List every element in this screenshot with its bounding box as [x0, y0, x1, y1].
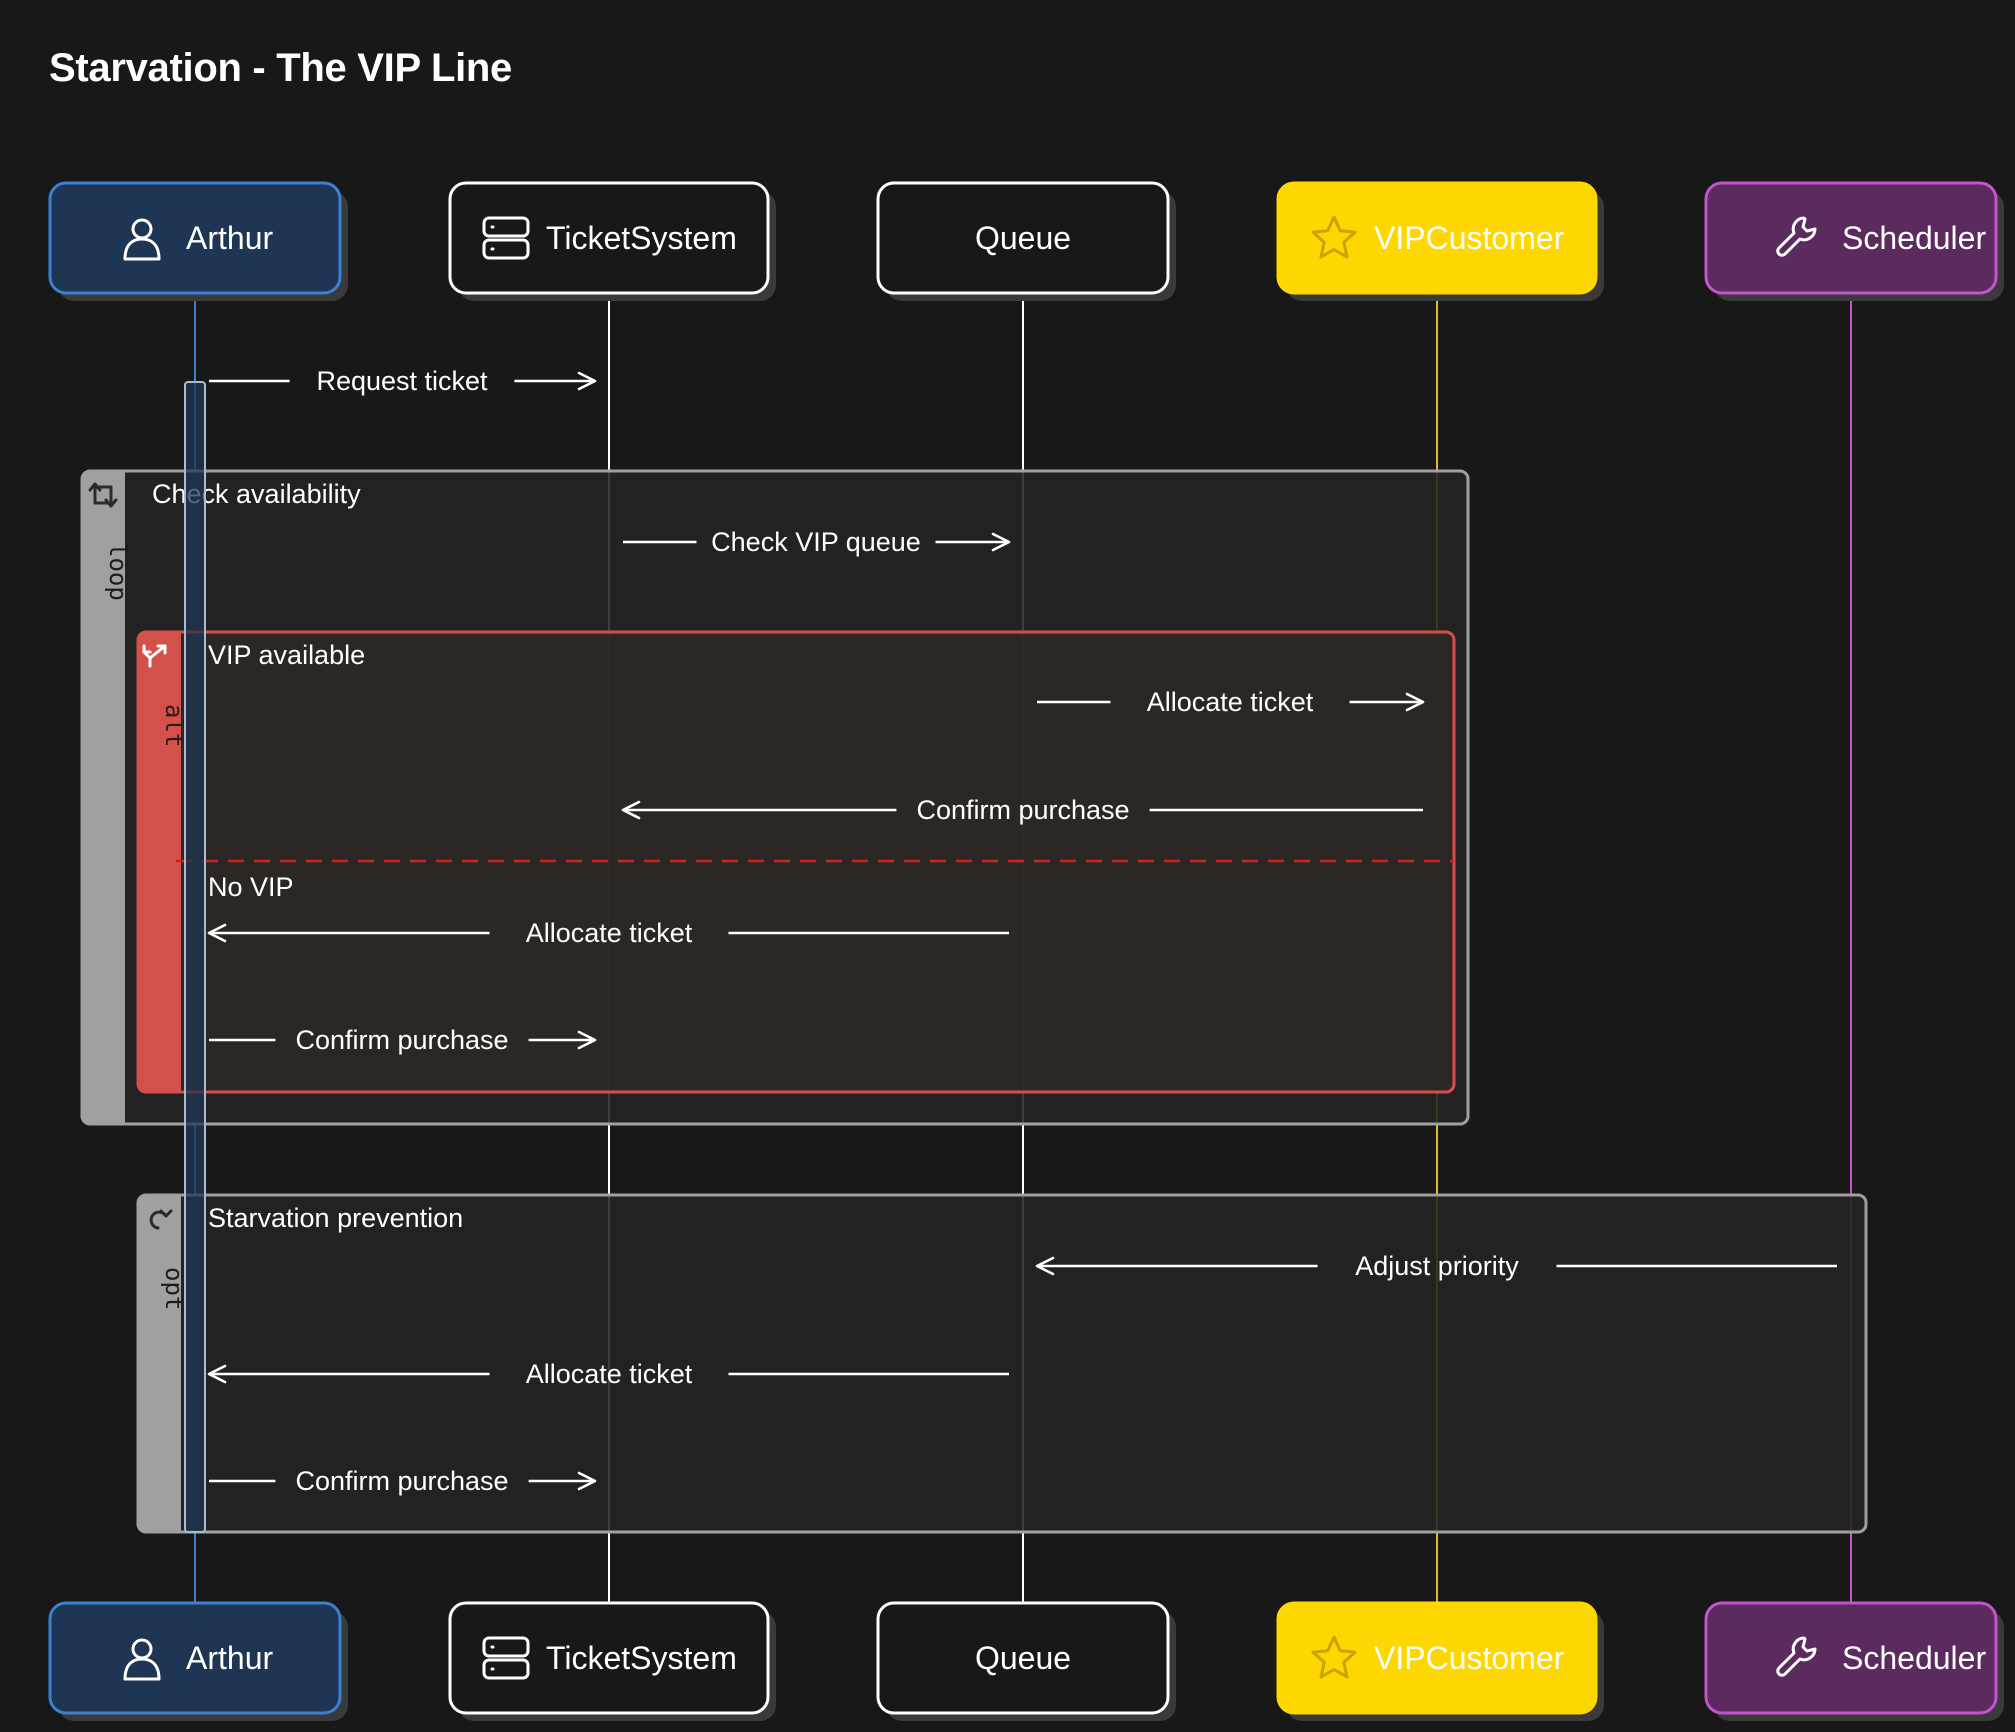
star-icon-shape [1311, 1635, 1357, 1679]
participant-box[interactable] [1276, 181, 1598, 295]
participant-box[interactable] [448, 181, 770, 295]
message-6[interactable]: Confirm purchase [209, 1025, 597, 1055]
alt-keyword: alt [160, 704, 188, 747]
star-icon [1311, 1635, 1357, 1679]
participant-queue-bottom[interactable]: Queue [876, 1601, 1176, 1721]
message-label: Adjust priority [1355, 1251, 1519, 1281]
server-icon-bottom [482, 238, 530, 260]
alt-else-label: No VIP [208, 872, 294, 902]
user-icon [123, 1638, 161, 1681]
participant-label: TicketSystem [546, 220, 737, 256]
server-icon-bottom [482, 1658, 530, 1680]
message-label: Request ticket [316, 366, 488, 396]
optional-icon-head [159, 1209, 173, 1218]
loop-icon-b-head [104, 498, 118, 508]
optional-icon [149, 1209, 173, 1230]
user-icon-body [123, 1657, 161, 1681]
branch-icon-head [156, 644, 167, 655]
participant-box[interactable] [448, 1601, 770, 1715]
message-label: Allocate ticket [526, 918, 693, 948]
participant-queue-top[interactable]: Queue [876, 181, 1176, 301]
branch-icon [142, 644, 167, 668]
server-icon [482, 1636, 530, 1680]
message-4[interactable]: Confirm purchase [621, 795, 1423, 825]
activation-bar-arthur [184, 381, 206, 1533]
participant-arthur-bottom[interactable]: Arthur [48, 1601, 348, 1721]
message-1[interactable]: Request ticket [209, 366, 597, 396]
participant-label: Arthur [186, 220, 273, 256]
alt-condition-label: VIP available [208, 640, 365, 670]
alt-band [137, 631, 181, 1093]
participant-label: VIPCustomer [1374, 1640, 1565, 1676]
loop-icon [88, 482, 118, 508]
participant-box[interactable] [876, 1601, 1170, 1715]
loop-icon-b [91, 485, 113, 507]
loop-keyword: loop [104, 543, 132, 601]
message-label: Allocate ticket [526, 1359, 693, 1389]
participant-box[interactable] [48, 181, 342, 295]
participant-box[interactable] [1704, 1601, 1998, 1715]
message-label: Allocate ticket [1147, 687, 1314, 717]
opt-condition-label: Starvation prevention [208, 1203, 463, 1233]
user-icon [123, 218, 161, 261]
message-8[interactable]: Allocate ticket [207, 1359, 1009, 1389]
opt-fragment: opt Starvation prevention [136, 1193, 1868, 1534]
user-icon-body [123, 237, 161, 261]
server-icon [482, 216, 530, 260]
participant-ticketsystem-top[interactable]: TicketSystem [448, 181, 776, 301]
participant-label: Scheduler [1842, 220, 1986, 256]
participant-label: VIPCustomer [1374, 220, 1565, 256]
wrench-icon [1776, 1636, 1817, 1677]
message-7[interactable]: Adjust priority [1035, 1251, 1837, 1281]
participant-vipcustomer-top[interactable]: VIPCustomer [1276, 181, 1604, 301]
message-label: Confirm purchase [916, 795, 1129, 825]
participant-ticketsystem-bottom[interactable]: TicketSystem [448, 1601, 776, 1721]
participant-vipcustomer-bottom[interactable]: VIPCustomer [1276, 1601, 1604, 1721]
loop-band [81, 470, 125, 1125]
branch-icon-b-head [142, 644, 152, 654]
participant-scheduler-bottom[interactable]: Scheduler [1704, 1601, 2004, 1721]
message-label: Confirm purchase [295, 1466, 508, 1496]
wrench-icon-shape [1776, 1636, 1817, 1677]
participant-scheduler-top[interactable]: Scheduler [1704, 181, 2004, 301]
opt-band [137, 1194, 181, 1533]
message-label: Check VIP queue [711, 527, 921, 557]
star-icon-shape [1311, 215, 1357, 259]
message-5[interactable]: Allocate ticket [207, 918, 1009, 948]
alt-fragment: alt VIP available No VIP [136, 630, 1456, 1094]
participant-label: TicketSystem [546, 1640, 737, 1676]
server-icon-top [482, 216, 530, 238]
participant-box[interactable] [1276, 1601, 1598, 1715]
wrench-icon [1776, 216, 1817, 257]
opt-keyword: opt [160, 1267, 188, 1310]
star-icon [1311, 215, 1357, 259]
participant-label: Queue [975, 220, 1071, 256]
server-icon-top [482, 1636, 530, 1658]
participant-arthur-top[interactable]: Arthur [48, 181, 348, 301]
loop-condition-label: Check availability [152, 479, 361, 509]
diagram-title: Starvation - The VIP Line [49, 46, 512, 90]
participant-box[interactable] [1704, 181, 1998, 295]
message-2[interactable]: Check VIP queue [623, 527, 1011, 557]
participant-box[interactable] [876, 181, 1170, 295]
message-label: Confirm purchase [295, 1025, 508, 1055]
participant-label: Arthur [186, 1640, 273, 1676]
message-3[interactable]: Allocate ticket [1037, 687, 1425, 717]
wrench-icon-shape [1776, 216, 1817, 257]
participant-box[interactable] [48, 1601, 342, 1715]
participant-label: Queue [975, 1640, 1071, 1676]
message-9[interactable]: Confirm purchase [209, 1466, 597, 1496]
participant-label: Scheduler [1842, 1640, 1986, 1676]
